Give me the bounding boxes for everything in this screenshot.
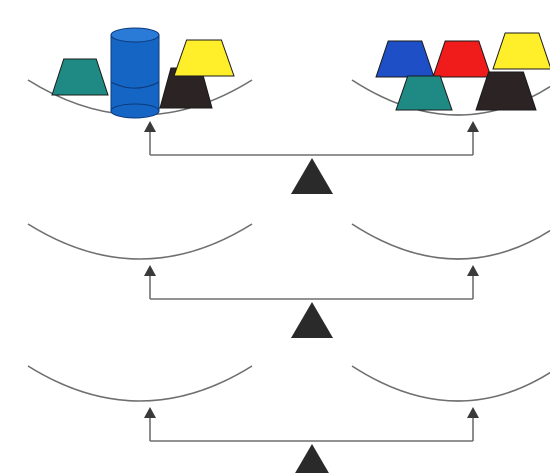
balance-scale-2 <box>27 223 550 338</box>
cylinder-bottom <box>110 103 160 119</box>
left-pan <box>27 365 253 402</box>
left-arrowhead <box>144 121 156 132</box>
fulcrum-triangle <box>295 444 329 473</box>
right-arrowhead <box>467 121 479 132</box>
fulcrum-triangle <box>291 158 333 194</box>
left-pan <box>27 223 253 260</box>
left-arrowhead <box>144 407 156 418</box>
right-pan <box>351 79 550 116</box>
weight-dark-trapezoid <box>475 71 537 111</box>
fulcrum-triangle <box>291 302 333 338</box>
cylinder-top <box>110 27 160 43</box>
weight-yellow-trapezoid <box>173 39 235 77</box>
cylinder-body <box>111 35 159 111</box>
weight-teal-trapezoid <box>395 75 453 111</box>
balance-scale-3 <box>27 365 550 473</box>
weight-blue-cylinder <box>110 27 160 119</box>
weight-teal-trapezoid <box>51 58 109 96</box>
right-arrowhead <box>467 407 479 418</box>
right-pan <box>351 223 550 260</box>
right-pan <box>351 365 550 402</box>
cylinder-band <box>110 81 160 89</box>
weight-red-trapezoid <box>432 40 492 78</box>
weight-yellow-trapezoid <box>492 32 550 70</box>
right-arrowhead <box>467 265 479 276</box>
balance-scale-1 <box>27 27 550 194</box>
left-arrowhead <box>144 265 156 276</box>
